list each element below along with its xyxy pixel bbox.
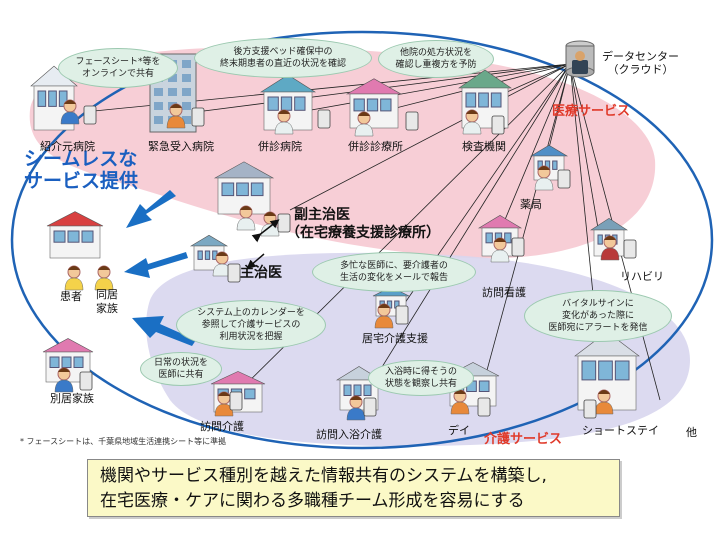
service-boundary-ellipse <box>10 30 714 450</box>
footnote: * フェースシートは、千葉県地域生活連携シート等に準拠 <box>20 437 227 446</box>
bubble-face-sheet: フェースシート*等をオンラインで共有 <box>58 48 178 88</box>
staff-icon <box>274 109 294 135</box>
arrow-3 <box>132 316 196 346</box>
terminal-icon <box>227 263 241 283</box>
label-rehab: リハビリ <box>620 270 664 283</box>
service-arrows <box>124 190 196 346</box>
data-center-label: データセンター（クラウド） <box>602 50 679 76</box>
terminal-icon <box>491 115 505 135</box>
terminal-icon <box>83 105 97 125</box>
label-short-stay: ショートステイ <box>582 424 659 437</box>
building-affiliated-hospital <box>259 74 317 131</box>
label-day: デイ <box>448 424 470 437</box>
terminal-icon <box>405 111 419 131</box>
connection-line <box>493 63 571 247</box>
label-lab: 検査機関 <box>462 140 506 153</box>
caregiver-icon <box>214 391 234 417</box>
terminal-icon <box>317 109 331 129</box>
label-visit-nursing: 訪問看護 <box>482 286 526 299</box>
connection-line <box>289 63 571 211</box>
medical-service-label: 医療サービス <box>552 104 631 119</box>
label-visit-care: 訪問介護 <box>200 420 244 433</box>
connection-line <box>479 63 571 397</box>
terminal-icon <box>557 169 571 189</box>
terminal-icon <box>583 399 597 419</box>
label-home-care-support: 居宅介護支援 <box>362 332 428 345</box>
care-service-label: 介護サービス <box>484 432 563 447</box>
sub-doctor-label: 副主治医（在宅療養支援診療所） <box>286 207 440 241</box>
staff-icon <box>354 111 374 137</box>
arrow-1 <box>126 190 176 228</box>
doctor-link-arrow <box>251 219 280 243</box>
bubble-bath: 入浴時に得そうの状態を観察し共有 <box>368 360 474 396</box>
label-pharmacy: 薬局 <box>520 198 542 211</box>
main-doctor-label: 主治医 <box>240 265 282 281</box>
patient-home <box>46 211 104 259</box>
terminal-icon <box>477 397 491 417</box>
data-center-icon <box>565 40 595 78</box>
label-other: 他 <box>686 426 697 439</box>
bubble-calendar: システム上のカレンダーを参照して介護サービスの利用状況を把握 <box>176 300 326 350</box>
terminal-icon <box>623 239 637 259</box>
family-together-label: 同居家族 <box>96 288 118 315</box>
bubble-vital: バイタルサインに変化があった際に医師宛にアラートを発信 <box>524 290 672 342</box>
terminal-icon <box>363 397 377 417</box>
separate-family-icon <box>54 367 74 393</box>
terminal-icon <box>229 391 243 411</box>
bubble-daily: 日常の状況を医師に共有 <box>140 352 222 386</box>
connection-line <box>299 63 571 113</box>
terminal-icon <box>395 305 409 325</box>
building-affiliated-clinic <box>345 78 403 129</box>
terminal-icon <box>79 371 93 391</box>
pharmacist-icon <box>534 165 554 191</box>
caregiver-icon <box>594 389 614 415</box>
staff-icon <box>166 103 186 129</box>
seamless-title: シームレスなサービス提供 <box>24 148 139 192</box>
bubble-prescription: 他院の処方状況を確認し重複方を予防 <box>378 40 494 78</box>
patient-label: 患者 <box>60 290 82 303</box>
patient-icon <box>64 265 84 291</box>
nurse-icon <box>490 237 510 263</box>
label-visit-bath: 訪問入浴介護 <box>316 428 382 441</box>
summary-caption: 機関やサービス種別を越えた情報共有のシステムを構築し, 在宅医療・ケアに関わる多… <box>87 459 620 517</box>
label-affiliated-clinic: 併診診療所 <box>348 140 403 153</box>
arrow-2 <box>124 252 188 278</box>
label-emergency-hospital: 緊急受入病院 <box>148 140 214 153</box>
terminal-icon <box>511 237 525 257</box>
connection-line <box>569 63 601 241</box>
bubble-email: 多忙な医師に、要介護者の生活の変化をメールで報告 <box>312 252 476 292</box>
bubble-bed: 後方支援ベッド確保中の終末期患者の直近の状況を確認 <box>194 38 372 78</box>
family-separate-label: 別居家族 <box>50 392 94 405</box>
connection-line <box>363 63 571 397</box>
label-affiliated-hospital: 併診病院 <box>258 140 302 153</box>
label-referral-hospital: 紹介元病院 <box>40 140 95 153</box>
family-icon <box>94 265 114 291</box>
staff-icon <box>462 109 482 135</box>
doctor-icon <box>212 251 232 277</box>
terminal-icon <box>191 107 205 127</box>
therapist-icon <box>600 235 620 261</box>
care-manager-icon <box>374 303 394 329</box>
staff-icon <box>60 99 80 125</box>
